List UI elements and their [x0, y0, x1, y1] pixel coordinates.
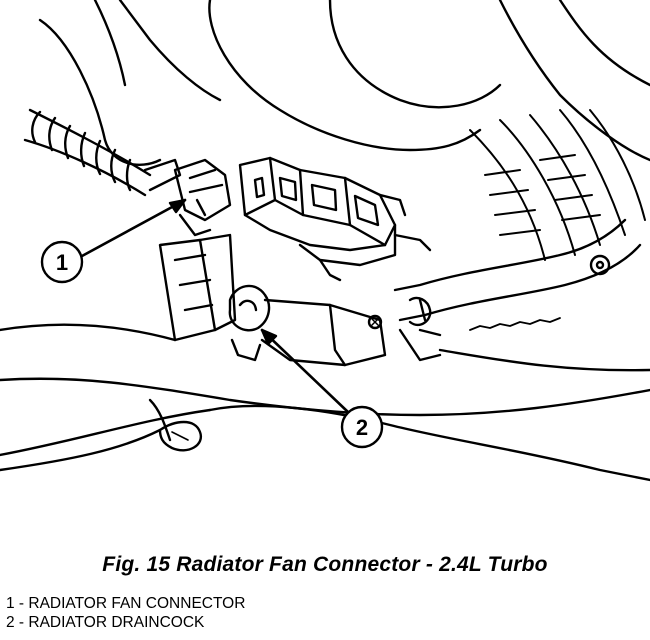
lower-crossmember [0, 323, 650, 482]
lower-radiator-hose [367, 218, 642, 362]
mounting-strut [158, 233, 237, 342]
legend: 1 - RADIATOR FAN CONNECTOR 2 - RADIATOR … [6, 594, 245, 632]
fan-connector [173, 158, 232, 237]
radiator-fins [469, 109, 646, 261]
callout-1-number: 1 [56, 250, 68, 275]
callout-1 [40, 198, 187, 284]
wire-harness [23, 108, 182, 197]
upper-shroud-panel [38, 0, 650, 167]
figure-caption: Fig. 15 Radiator Fan Connector - 2.4L Tu… [102, 553, 548, 576]
fan-motor-bracket [238, 156, 432, 282]
legend-item-2: 2 - RADIATOR DRAINCOCK [6, 614, 205, 631]
radiator-draincock [228, 284, 387, 367]
legend-item-1: 1 - RADIATOR FAN CONNECTOR [6, 595, 246, 612]
radiator-fan-connector-illustration: 1 2 [0, 0, 650, 482]
callout-2-number: 2 [356, 415, 368, 440]
callout-2 [260, 328, 384, 449]
